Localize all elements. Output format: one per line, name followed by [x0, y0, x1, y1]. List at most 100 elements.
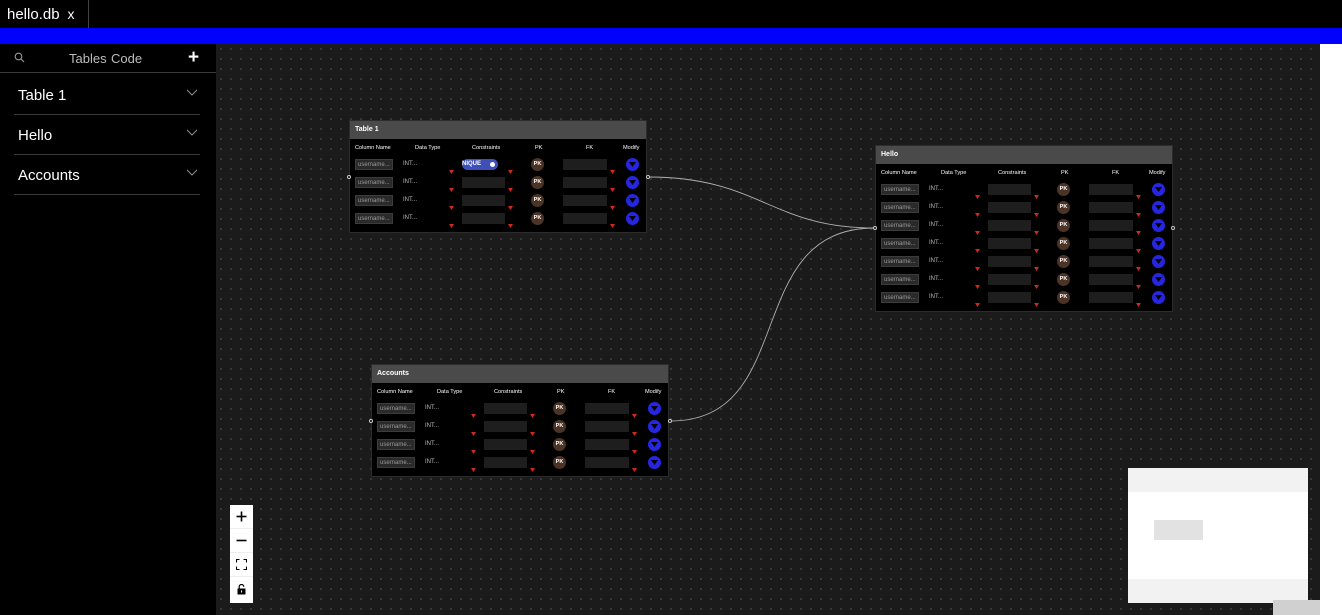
- constraints-select[interactable]: [484, 457, 527, 468]
- modify-button[interactable]: [626, 158, 639, 171]
- pk-toggle[interactable]: PK: [553, 402, 566, 415]
- chevron-down-icon[interactable]: [186, 89, 198, 97]
- modify-button[interactable]: [648, 402, 661, 415]
- dropdown-arrow-icon[interactable]: [530, 405, 535, 418]
- dropdown-arrow-icon[interactable]: [1034, 294, 1039, 307]
- column-name-input[interactable]: username...: [881, 202, 919, 213]
- chip-remove-icon[interactable]: [490, 162, 495, 167]
- fk-select[interactable]: [1089, 238, 1133, 249]
- data-type-select[interactable]: INT...: [403, 161, 418, 167]
- sidebar-item-table-1[interactable]: Table 1: [14, 74, 200, 115]
- constraints-select[interactable]: [988, 238, 1031, 249]
- pk-toggle[interactable]: PK: [553, 420, 566, 433]
- data-type-select[interactable]: INT...: [929, 258, 944, 264]
- constraints-select[interactable]: [988, 292, 1031, 303]
- pk-toggle[interactable]: PK: [531, 158, 544, 171]
- dropdown-arrow-icon[interactable]: [1136, 276, 1141, 289]
- connection-handle[interactable]: [369, 419, 373, 423]
- dropdown-arrow-icon[interactable]: [1034, 276, 1039, 289]
- fk-select[interactable]: [1089, 184, 1133, 195]
- data-type-select[interactable]: INT...: [425, 459, 440, 465]
- chevron-down-icon[interactable]: [186, 129, 198, 137]
- data-type-select[interactable]: INT...: [425, 405, 440, 411]
- fk-select[interactable]: [585, 421, 629, 432]
- dropdown-arrow-icon[interactable]: [632, 459, 637, 472]
- fk-select[interactable]: [1089, 202, 1133, 213]
- modify-button[interactable]: [648, 456, 661, 469]
- modify-button[interactable]: [648, 438, 661, 451]
- fk-select[interactable]: [563, 159, 607, 170]
- fk-select[interactable]: [563, 177, 607, 188]
- modify-button[interactable]: [1152, 183, 1165, 196]
- fk-select[interactable]: [1089, 292, 1133, 303]
- dropdown-arrow-icon[interactable]: [449, 179, 454, 192]
- dropdown-arrow-icon[interactable]: [1136, 294, 1141, 307]
- close-tab-button[interactable]: x: [67, 6, 75, 22]
- zoom-in-button[interactable]: [230, 505, 253, 529]
- modify-button[interactable]: [1152, 219, 1165, 232]
- modify-button[interactable]: [626, 176, 639, 189]
- dropdown-arrow-icon[interactable]: [975, 240, 980, 253]
- dropdown-arrow-icon[interactable]: [975, 276, 980, 289]
- fk-select[interactable]: [1089, 256, 1133, 267]
- pk-toggle[interactable]: PK: [531, 194, 544, 207]
- tab-tables[interactable]: Tables: [69, 51, 107, 66]
- dropdown-arrow-icon[interactable]: [1136, 204, 1141, 217]
- column-name-input[interactable]: username...: [355, 177, 393, 188]
- modify-button[interactable]: [626, 194, 639, 207]
- column-name-input[interactable]: username...: [881, 274, 919, 285]
- column-name-input[interactable]: username...: [881, 256, 919, 267]
- dropdown-arrow-icon[interactable]: [508, 161, 513, 174]
- modify-button[interactable]: [1152, 291, 1165, 304]
- fk-select[interactable]: [1089, 220, 1133, 231]
- pk-toggle[interactable]: PK: [531, 212, 544, 225]
- dropdown-arrow-icon[interactable]: [471, 405, 476, 418]
- dropdown-arrow-icon[interactable]: [508, 197, 513, 210]
- constraints-select[interactable]: [484, 403, 527, 414]
- constraints-select[interactable]: [462, 195, 505, 206]
- dropdown-arrow-icon[interactable]: [632, 441, 637, 454]
- fit-view-button[interactable]: [230, 553, 253, 577]
- fk-select[interactable]: [563, 195, 607, 206]
- table-title[interactable]: Table 1: [350, 121, 646, 139]
- modify-button[interactable]: [1152, 237, 1165, 250]
- dropdown-arrow-icon[interactable]: [449, 215, 454, 228]
- fk-select[interactable]: [585, 457, 629, 468]
- modify-button[interactable]: [648, 420, 661, 433]
- dropdown-arrow-icon[interactable]: [1136, 258, 1141, 271]
- column-name-input[interactable]: username...: [355, 159, 393, 170]
- dropdown-arrow-icon[interactable]: [1136, 222, 1141, 235]
- modify-button[interactable]: [1152, 273, 1165, 286]
- add-table-button[interactable]: +: [188, 47, 200, 68]
- column-name-input[interactable]: username...: [881, 220, 919, 231]
- dropdown-arrow-icon[interactable]: [449, 197, 454, 210]
- dropdown-arrow-icon[interactable]: [1034, 222, 1039, 235]
- pk-toggle[interactable]: PK: [1057, 291, 1070, 304]
- data-type-select[interactable]: INT...: [425, 441, 440, 447]
- dropdown-arrow-icon[interactable]: [530, 423, 535, 436]
- constraints-select[interactable]: [988, 274, 1031, 285]
- lock-button[interactable]: [230, 577, 253, 601]
- dropdown-arrow-icon[interactable]: [508, 179, 513, 192]
- dropdown-arrow-icon[interactable]: [610, 197, 615, 210]
- dropdown-arrow-icon[interactable]: [975, 222, 980, 235]
- connection-handle[interactable]: [1171, 226, 1175, 230]
- column-name-input[interactable]: username...: [377, 421, 415, 432]
- pk-toggle[interactable]: PK: [553, 456, 566, 469]
- dropdown-arrow-icon[interactable]: [1034, 240, 1039, 253]
- column-name-input[interactable]: username...: [377, 457, 415, 468]
- constraints-select[interactable]: [988, 184, 1031, 195]
- dropdown-arrow-icon[interactable]: [1136, 240, 1141, 253]
- modify-button[interactable]: [626, 212, 639, 225]
- dropdown-arrow-icon[interactable]: [1034, 204, 1039, 217]
- constraints-select[interactable]: [988, 202, 1031, 213]
- dropdown-arrow-icon[interactable]: [632, 405, 637, 418]
- data-type-select[interactable]: INT...: [929, 222, 944, 228]
- dropdown-arrow-icon[interactable]: [632, 423, 637, 436]
- fk-select[interactable]: [563, 213, 607, 224]
- constraint-chip[interactable]: NIQUE: [462, 159, 498, 170]
- pk-toggle[interactable]: PK: [1057, 201, 1070, 214]
- pk-toggle[interactable]: PK: [553, 438, 566, 451]
- connection-handle[interactable]: [347, 175, 351, 179]
